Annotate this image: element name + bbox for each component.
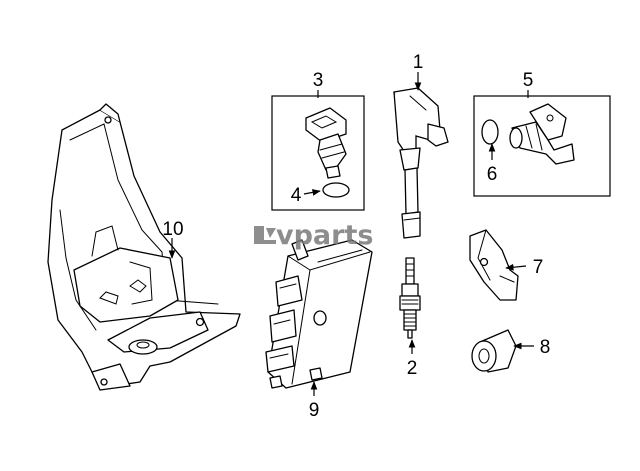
vparts-watermark: vparts — [254, 220, 373, 251]
callout-2: 2 — [407, 358, 418, 379]
callout-4: 4 — [291, 185, 302, 206]
sensor-bracket-part[interactable] — [469, 229, 519, 301]
leader-lines — [168, 72, 534, 396]
o-ring-part[interactable] — [322, 182, 350, 198]
cam-sensor-part[interactable] — [305, 107, 347, 179]
knock-sensor-part[interactable] — [471, 329, 517, 373]
callout-3: 3 — [313, 70, 324, 91]
spark-plug-part[interactable] — [399, 257, 421, 339]
watermark-text: vparts — [276, 220, 373, 251]
o-ring-small-part[interactable] — [481, 119, 499, 145]
callout-5: 5 — [523, 70, 534, 91]
group-box-sensor-5 — [473, 95, 611, 197]
ignition-coil-part[interactable] — [393, 87, 449, 239]
callout-8: 8 — [540, 337, 551, 358]
callout-labels: 1 2 3 4 5 6 7 8 9 10 — [162, 52, 550, 421]
callout-1: 1 — [413, 52, 424, 73]
callout-6: 6 — [487, 164, 498, 185]
bracket-shield-part[interactable] — [47, 103, 241, 391]
callout-9: 9 — [309, 400, 320, 421]
callout-7: 7 — [533, 257, 544, 278]
cam-position-sensor-part[interactable] — [509, 103, 575, 165]
ecu-module-part[interactable] — [265, 239, 373, 389]
callout-10: 10 — [162, 219, 183, 240]
